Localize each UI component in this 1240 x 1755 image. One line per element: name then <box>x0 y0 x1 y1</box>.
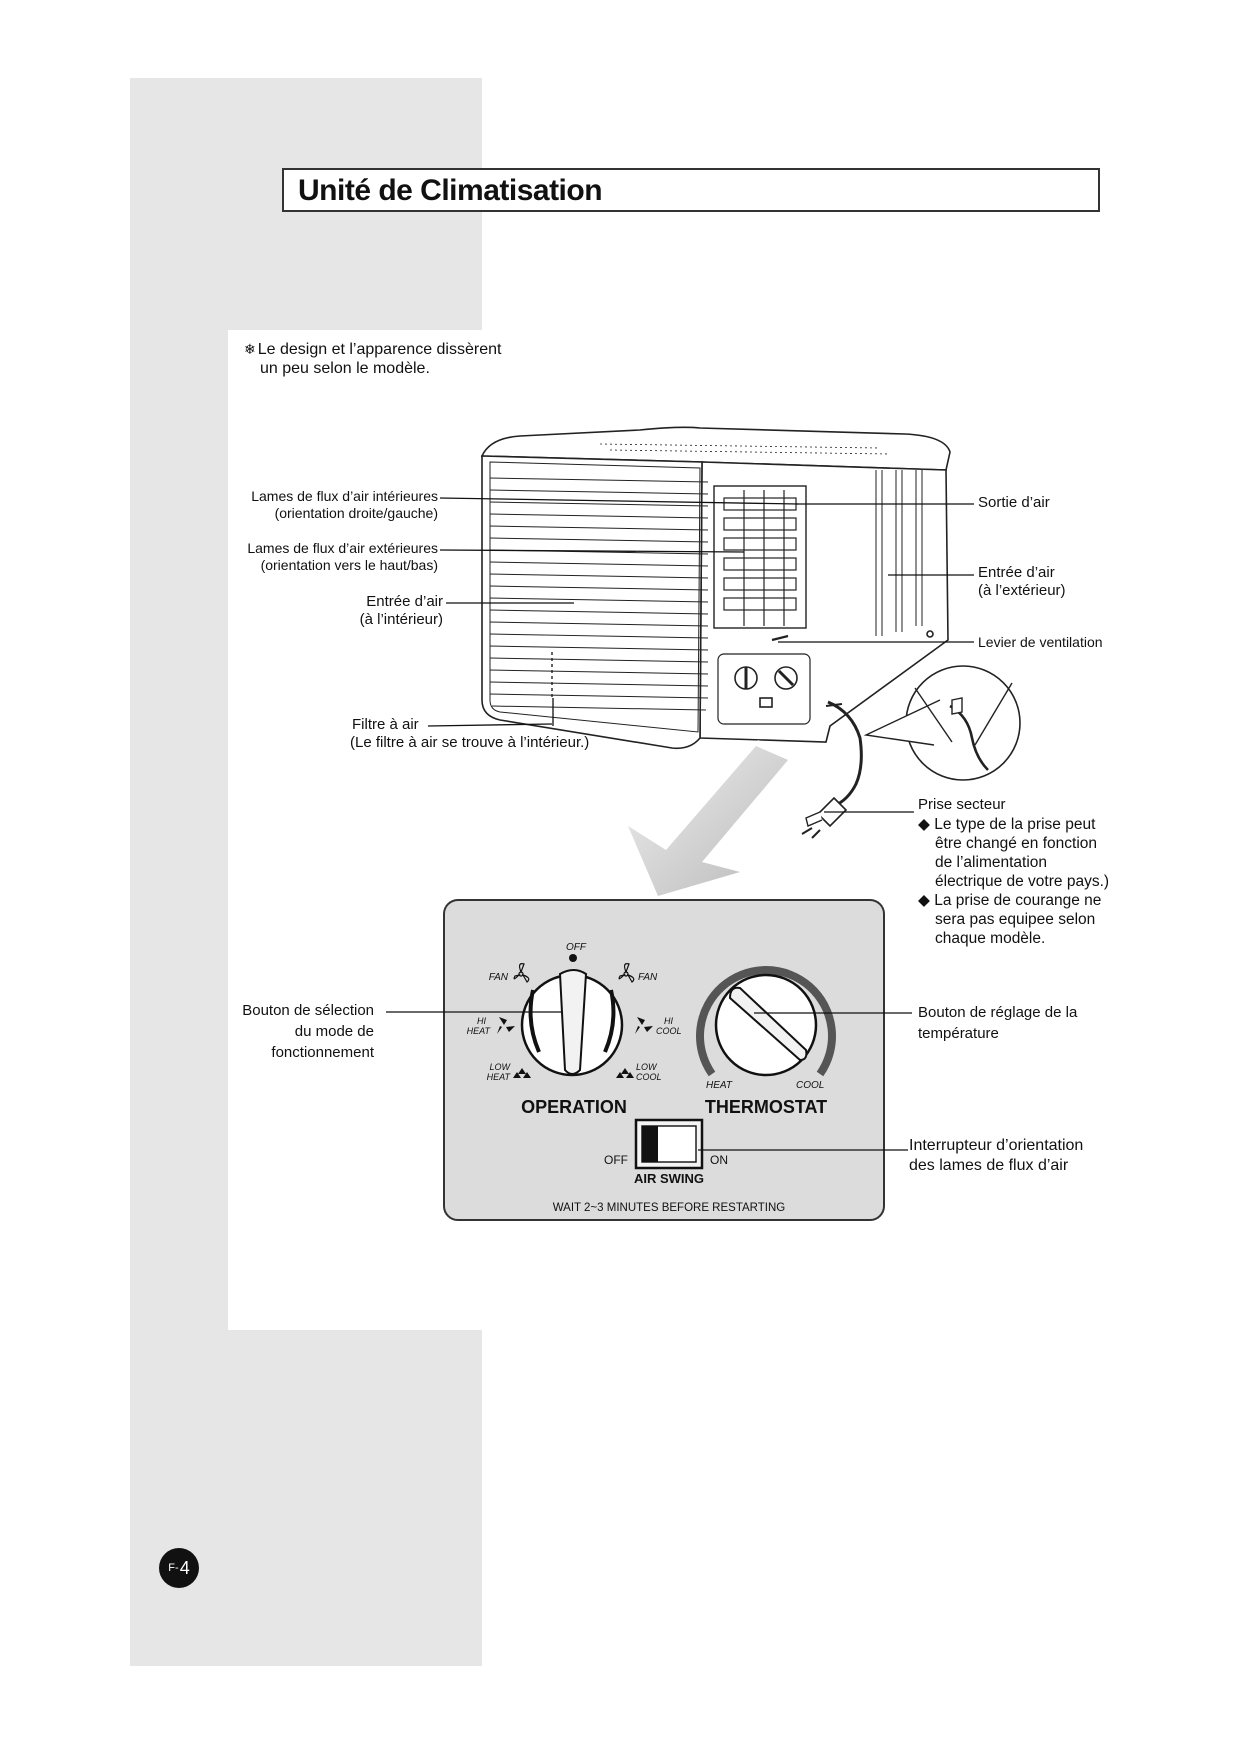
power-plug-notes: ◆ Le type de la prise peut être changé e… <box>918 816 1110 947</box>
air-outlet-label: Sortie d’air <box>978 494 1050 511</box>
swing-on-label: ON <box>710 1153 728 1167</box>
ac-unit-drawing <box>480 426 1021 839</box>
fan-icon <box>635 1017 653 1034</box>
op-low-heat-low: LOW <box>489 1062 511 1072</box>
op-hi-heat-heat: HEAT <box>467 1026 492 1036</box>
operation-label: OPERATION <box>521 1097 627 1117</box>
air-filter-label: Filtre à air (Le filtre à air se trouve … <box>350 716 590 751</box>
air-swing-label: AIR SWING <box>634 1171 704 1186</box>
air-inlet-inside-label: Entrée d’air (à l’intérieur) <box>359 593 443 628</box>
leader-lines <box>386 497 974 1151</box>
fan-icon <box>513 963 530 983</box>
bullet-item: ◆ Le type de la prise peut <box>918 816 1096 833</box>
page-title: Unité de Climatisation <box>298 174 603 207</box>
fan-icon <box>513 1068 531 1078</box>
control-panel-drawing <box>443 899 885 1221</box>
op-hi-cool-hi: HI <box>664 1016 673 1026</box>
power-plug-label: Prise secteur <box>918 796 1006 813</box>
mode-knob-label: Bouton de sélection du mode de fonctionn… <box>242 1002 374 1061</box>
note-line-2: un peu selon le modèle. <box>260 360 430 377</box>
title-box: Unité de Climatisation <box>282 168 1100 212</box>
note-line-1: Le design et l’apparence dissèrent <box>257 341 502 358</box>
pointer-arrow <box>628 746 788 896</box>
bullet-item: ◆ La prise de courange ne <box>918 892 1102 909</box>
swing-off-label: OFF <box>604 1153 628 1167</box>
op-low-cool-low: LOW <box>636 1062 658 1072</box>
op-low-heat-heat: HEAT <box>487 1072 512 1082</box>
page-number-badge: F-4 <box>159 1548 199 1588</box>
op-hi-heat-hi: HI <box>477 1016 486 1026</box>
wait-notice: WAIT 2~3 MINUTES BEFORE RESTARTING <box>553 1202 786 1214</box>
thermostat-label: THERMOSTAT <box>705 1097 827 1117</box>
fan-icon <box>616 1068 634 1078</box>
op-hi-cool-cool: COOL <box>656 1026 682 1036</box>
op-fan-right-label: FAN <box>638 972 658 983</box>
thermo-heat-label: HEAT <box>706 1080 733 1091</box>
thermo-cool-label: COOL <box>796 1080 824 1091</box>
design-note: ❄Le design et l’apparence dissèrent un p… <box>244 340 501 378</box>
temp-knob-label: Bouton de réglage de la température <box>918 1004 1078 1042</box>
op-off-label: OFF <box>566 942 587 953</box>
fan-icon <box>618 963 635 983</box>
fan-icon <box>497 1017 515 1034</box>
op-fan-left-label: FAN <box>489 972 509 983</box>
inner-louvers-label: Lames de flux d’air intérieures (orienta… <box>251 488 438 521</box>
op-low-cool-cool: COOL <box>636 1072 662 1082</box>
snowflake-icon: ❄ <box>244 341 256 357</box>
outer-louvers-label: Lames de flux d’air extérieures (orienta… <box>247 540 438 573</box>
swing-switch-label: Interrupteur d’orientation des lames de … <box>909 1137 1084 1174</box>
air-inlet-outside-label: Entrée d’air (à l’extérieur) <box>978 564 1066 599</box>
vent-lever-label: Levier de ventilation <box>978 634 1103 650</box>
